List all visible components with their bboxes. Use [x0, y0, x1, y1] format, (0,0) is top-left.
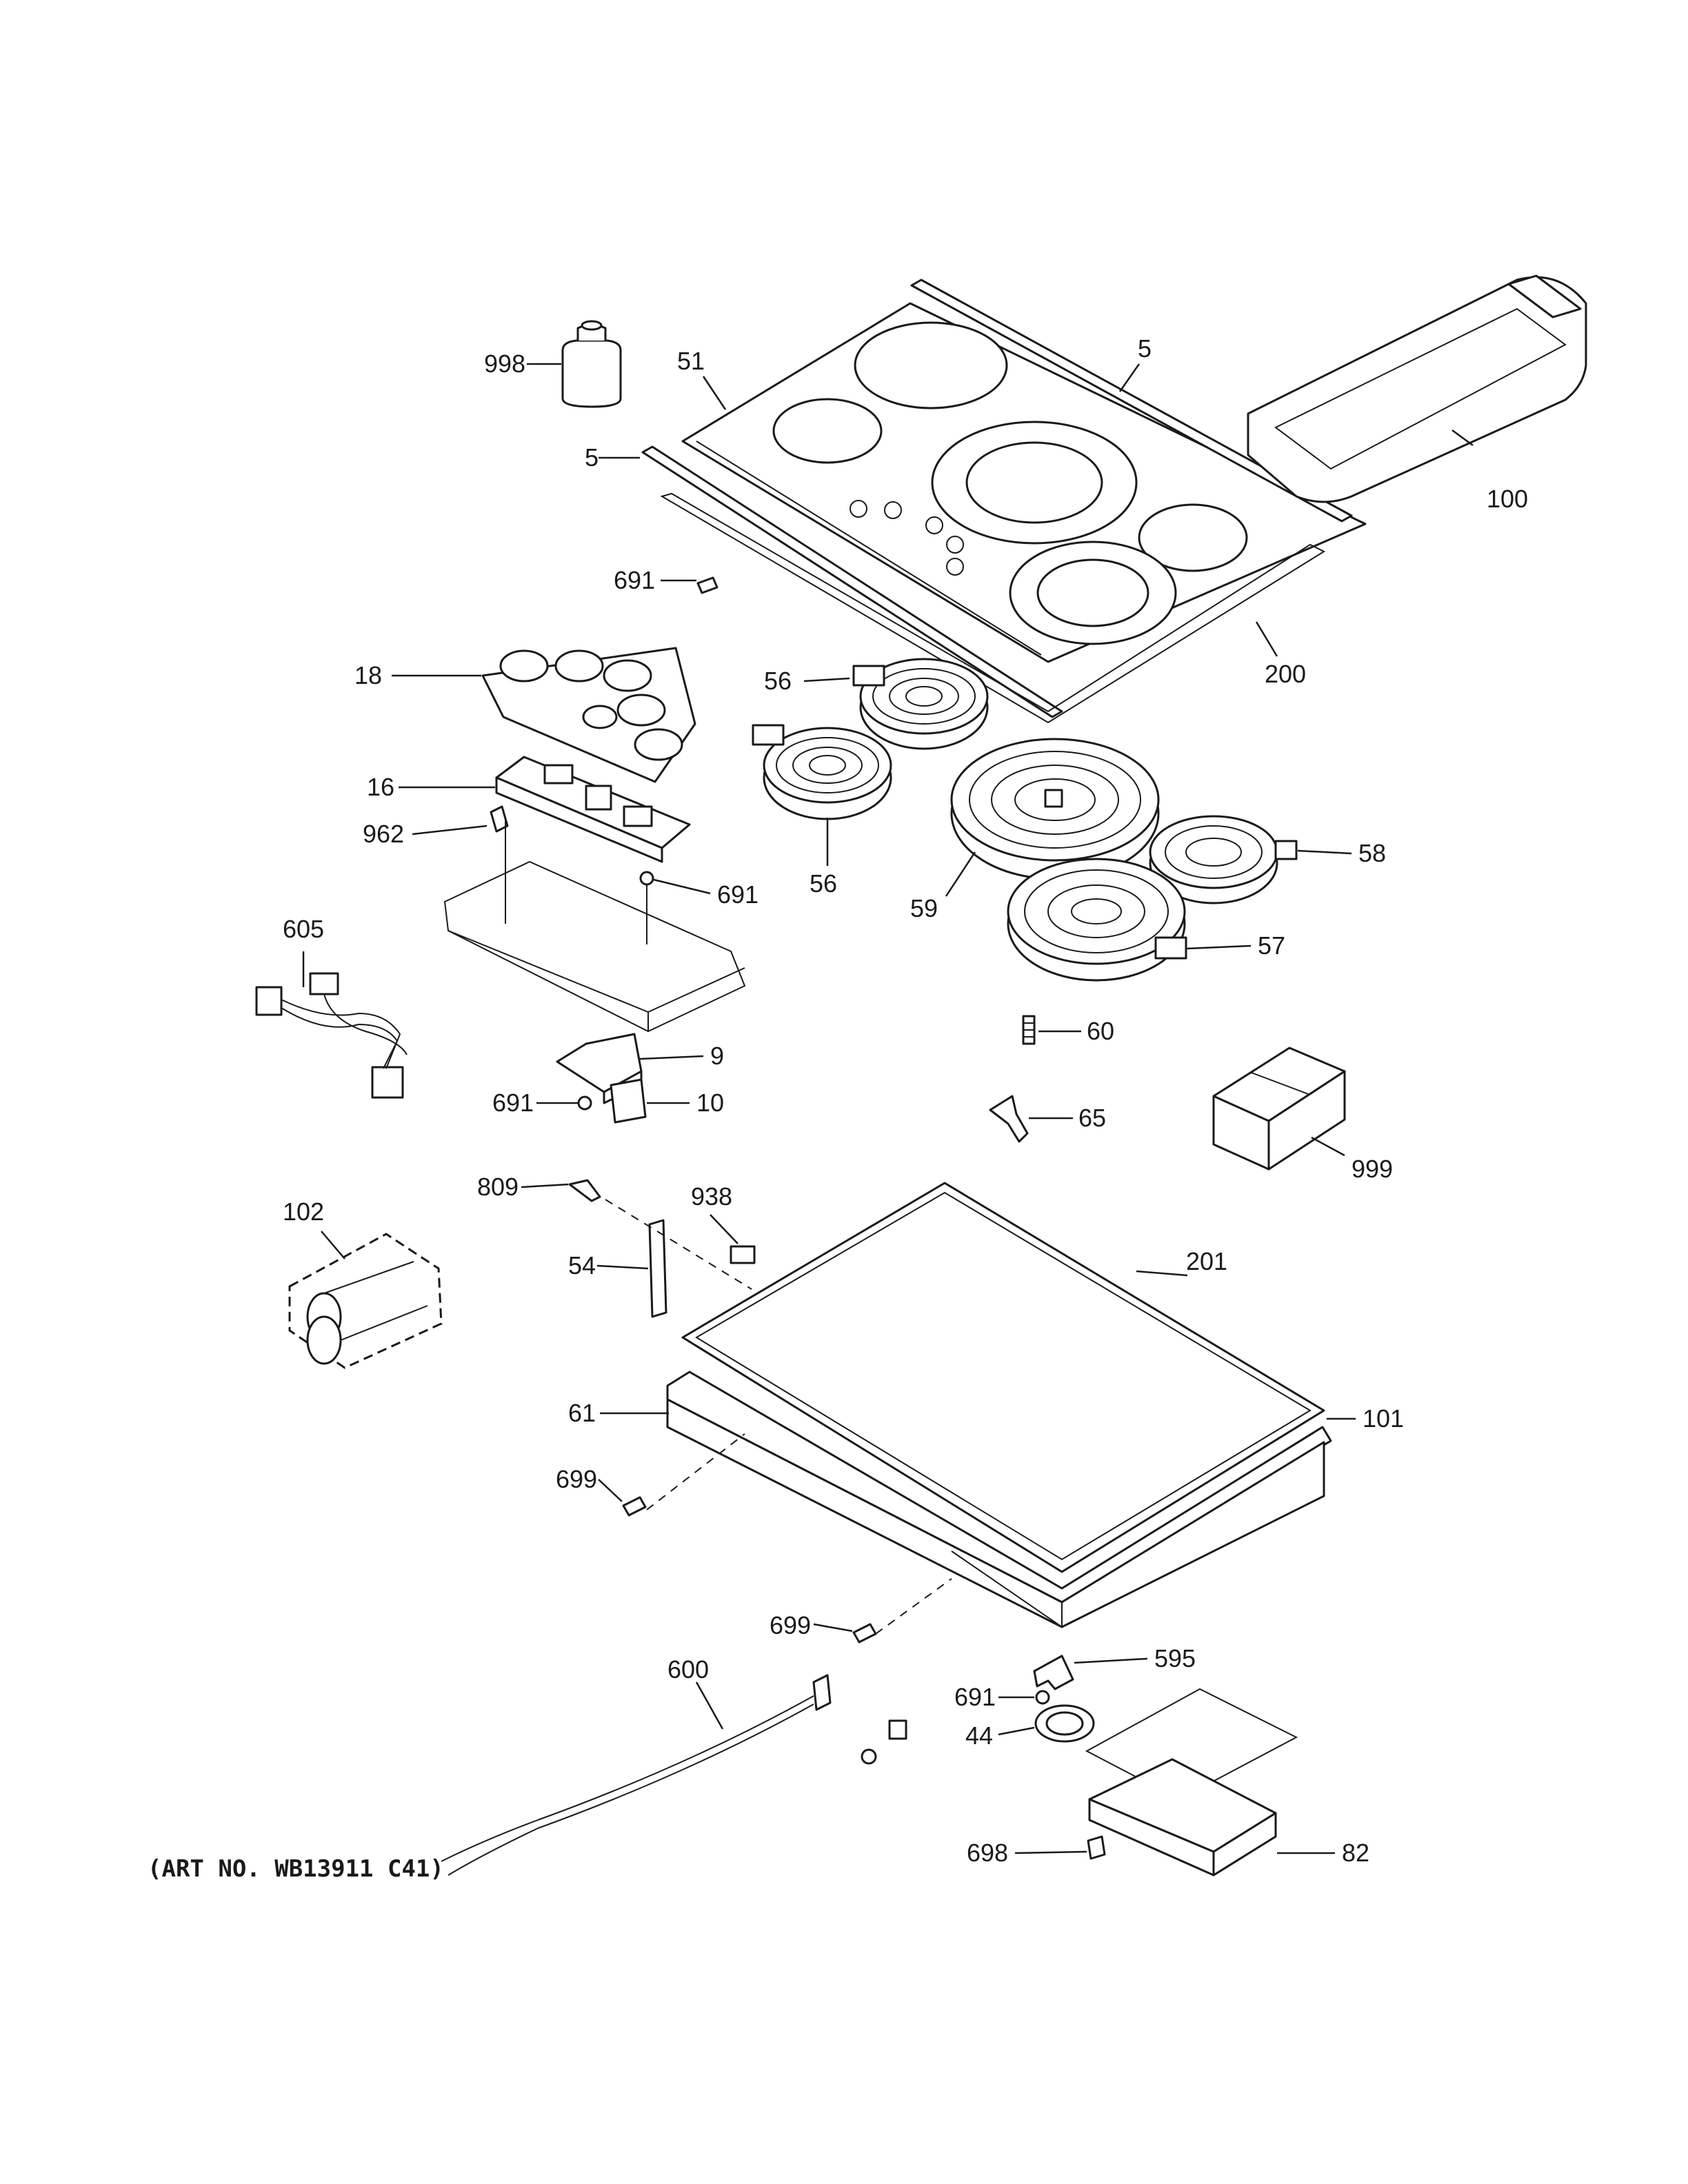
- part-51-glass-cooktop: [681, 302, 1367, 663]
- callout-44: 44: [965, 1721, 993, 1750]
- callout-61: 61: [568, 1399, 596, 1427]
- callout-56-front: 56: [810, 869, 837, 898]
- part-58-element: [1149, 815, 1298, 904]
- part-691-screw-b: [639, 871, 654, 886]
- art-number-label: (ART NO. WB13911 C41): [148, 1855, 444, 1883]
- callouts: 998 51 5 5 100 691 200 18 56 56 16 962 6…: [283, 334, 1528, 1867]
- callout-5-rear: 5: [1138, 334, 1152, 363]
- callout-60: 60: [1087, 1017, 1114, 1045]
- callout-595: 595: [1154, 1644, 1196, 1672]
- callout-18: 18: [354, 661, 382, 689]
- part-999-box: [1212, 1046, 1346, 1171]
- callout-101: 101: [1363, 1404, 1404, 1433]
- control-bracket-outline: [443, 820, 746, 1033]
- leader-lines: [302, 363, 1474, 1854]
- part-65-clip: [989, 1095, 1029, 1143]
- callout-65: 65: [1078, 1104, 1106, 1132]
- part-200-gasket: [660, 492, 1326, 724]
- callout-998: 998: [484, 350, 525, 378]
- assembly-lines: [605, 1199, 952, 1635]
- callout-605: 605: [283, 915, 324, 943]
- callout-699-b: 699: [770, 1611, 811, 1639]
- part-54-strap: [648, 1219, 667, 1318]
- callout-16: 16: [367, 773, 394, 801]
- callout-10: 10: [696, 1089, 724, 1117]
- part-59-element-large: [950, 738, 1160, 880]
- part-82-control-assembly: [1085, 1688, 1298, 1877]
- callout-200: 200: [1265, 660, 1306, 688]
- callout-51: 51: [677, 347, 705, 375]
- callout-102: 102: [283, 1197, 324, 1226]
- part-691-screw-a: [696, 576, 719, 594]
- callout-56-rear: 56: [764, 667, 792, 695]
- part-10-clip: [610, 1078, 647, 1124]
- callout-600: 600: [667, 1655, 709, 1684]
- callout-54: 54: [568, 1251, 596, 1280]
- part-691-screw-d: [1035, 1690, 1050, 1705]
- callout-100: 100: [1487, 485, 1528, 513]
- part-57-element: [1007, 858, 1187, 982]
- part-56-element-rear: [852, 658, 989, 750]
- part-962-connector: [490, 805, 509, 833]
- callout-5-front: 5: [585, 443, 599, 472]
- callout-59: 59: [910, 894, 938, 922]
- callout-691-b: 691: [717, 880, 758, 909]
- part-5-trim-strip-rear: [910, 279, 1353, 523]
- part-60-spring: [1022, 1015, 1036, 1045]
- part-16-relay-board: [495, 756, 691, 863]
- callout-999: 999: [1352, 1155, 1393, 1183]
- callout-9: 9: [710, 1042, 724, 1070]
- callout-57: 57: [1258, 931, 1285, 960]
- part-44-grommet: [1034, 1704, 1095, 1743]
- part-102-kit-outline: [288, 1233, 443, 1369]
- part-938-clip: [730, 1245, 756, 1264]
- part-5-trim-strip-front: [641, 445, 1063, 718]
- callout-58: 58: [1358, 839, 1386, 867]
- part-809-bolt: [568, 1179, 601, 1202]
- part-100-griddle: [1247, 274, 1587, 503]
- part-61-chassis: [666, 1398, 1325, 1628]
- callout-201: 201: [1186, 1247, 1227, 1275]
- part-600-power-cord: [441, 1674, 907, 1876]
- callout-691-a: 691: [614, 566, 655, 594]
- part-595-bracket: [1033, 1655, 1074, 1690]
- part-691-screw-c: [577, 1095, 592, 1111]
- callout-691-d: 691: [954, 1683, 996, 1711]
- part-699-screw-b: [852, 1623, 877, 1644]
- callout-82: 82: [1342, 1839, 1369, 1867]
- part-605-wire-harness: [255, 972, 408, 1099]
- part-18-control-board: [481, 647, 696, 783]
- callout-698: 698: [967, 1839, 1008, 1867]
- callout-938: 938: [691, 1182, 732, 1211]
- callout-962: 962: [363, 820, 404, 848]
- part-699-screw-a: [622, 1496, 647, 1517]
- part-698-screw: [1087, 1835, 1106, 1860]
- callout-809: 809: [477, 1173, 519, 1201]
- callout-699-a: 699: [556, 1465, 597, 1493]
- callout-691-c: 691: [492, 1089, 534, 1117]
- part-56-element-front: [752, 724, 892, 820]
- part-998-cleaner-bottle: [561, 320, 622, 408]
- part-201-frame-gasket: [681, 1182, 1325, 1573]
